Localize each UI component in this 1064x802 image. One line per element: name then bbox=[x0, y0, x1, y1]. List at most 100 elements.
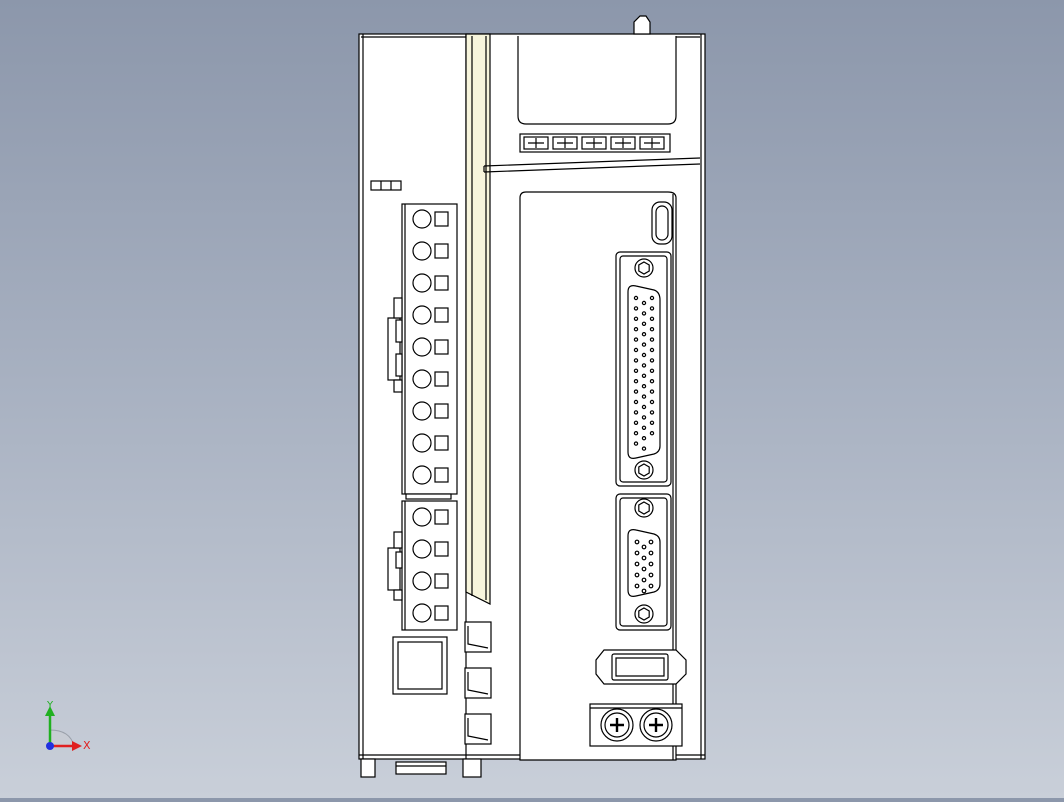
db15-screw-top bbox=[634, 498, 654, 518]
db44-pin bbox=[633, 358, 639, 363]
vent-1 bbox=[464, 621, 492, 653]
upper-terminal-position-2[interactable] bbox=[412, 241, 449, 261]
upper-terminal-position-9[interactable] bbox=[412, 465, 449, 485]
upper-terminal-base bbox=[405, 493, 452, 500]
db15-screw-bottom bbox=[634, 604, 654, 624]
vent-slat bbox=[467, 718, 489, 741]
upper-terminal-position-6[interactable] bbox=[412, 369, 449, 389]
lower-terminal-screw-hole bbox=[412, 507, 432, 527]
heatsink-slots bbox=[519, 133, 671, 153]
upper-terminal-wire-slot bbox=[434, 307, 449, 323]
db44-pin bbox=[633, 327, 639, 332]
square-button[interactable] bbox=[392, 636, 448, 695]
db15-pin bbox=[634, 583, 640, 589]
db44-pin bbox=[641, 332, 647, 337]
upper-terminal-screw-hole bbox=[412, 369, 432, 389]
upper-terminal-wire-slot bbox=[434, 275, 449, 291]
db44-pin bbox=[649, 347, 655, 353]
upper-terminal-screw-hole bbox=[412, 241, 432, 261]
db44-pin bbox=[641, 352, 647, 358]
db44-pin bbox=[649, 399, 655, 405]
upper-terminal-position-5[interactable] bbox=[412, 337, 449, 357]
db44-pin bbox=[641, 404, 647, 410]
lower-terminal-position-2[interactable] bbox=[412, 539, 449, 559]
lower-terminal-position-1[interactable] bbox=[412, 507, 449, 527]
db44-pin bbox=[633, 379, 639, 384]
db44-pin bbox=[633, 399, 639, 405]
upper-terminal-screw-hole bbox=[412, 433, 432, 453]
upper-terminal-wire-slot bbox=[434, 435, 449, 451]
db44-pin bbox=[649, 431, 655, 436]
db15-connector[interactable] bbox=[615, 493, 672, 631]
vent-slat bbox=[467, 626, 489, 649]
upper-terminal-screw-hole bbox=[412, 465, 432, 485]
upper-terminal-wire-slot bbox=[434, 211, 449, 227]
vent-frame bbox=[464, 621, 492, 653]
db44-pin bbox=[649, 295, 655, 301]
db44-pin bbox=[633, 337, 639, 342]
db44-pin bbox=[649, 379, 655, 384]
lower-terminal-position-4[interactable] bbox=[412, 603, 449, 623]
lower-terminal-screw-hole bbox=[412, 539, 432, 559]
accent-strip bbox=[465, 33, 491, 605]
y-axis-label: Y bbox=[46, 700, 54, 711]
db44-pin bbox=[641, 321, 647, 326]
db44-pin bbox=[649, 306, 655, 311]
upper-terminal-screw-hole bbox=[412, 337, 432, 357]
db44-pin bbox=[649, 368, 655, 373]
db44-pin bbox=[633, 347, 639, 353]
db44-pin bbox=[641, 436, 647, 441]
upper-terminal-wire-slot bbox=[434, 371, 449, 387]
ground-screw-left[interactable] bbox=[600, 708, 634, 742]
db44-pin bbox=[641, 300, 647, 306]
db44-pin bbox=[641, 425, 647, 430]
slot-cross bbox=[557, 138, 573, 148]
upper-terminal-position-4[interactable] bbox=[412, 305, 449, 325]
ground-screw-right[interactable] bbox=[639, 708, 673, 742]
x-axis-label: X bbox=[83, 739, 91, 752]
lower-terminal-wire-slot bbox=[434, 509, 449, 525]
comm-port[interactable] bbox=[595, 649, 687, 685]
db15-pin bbox=[641, 555, 647, 561]
lower-terminal-screw-hole bbox=[412, 603, 432, 623]
lower-terminal-position-3[interactable] bbox=[412, 571, 449, 591]
upper-terminal-screw-hole bbox=[412, 305, 432, 325]
vent-frame bbox=[464, 667, 492, 699]
db15-pin bbox=[648, 550, 654, 556]
upper-terminal-position-3[interactable] bbox=[412, 273, 449, 293]
upper-terminal-wire-slot bbox=[434, 339, 449, 355]
vent-frame bbox=[464, 713, 492, 745]
vent-2 bbox=[464, 667, 492, 699]
db44-pin bbox=[649, 327, 655, 332]
top-tab bbox=[633, 15, 651, 35]
db44-connector[interactable] bbox=[615, 251, 672, 487]
db44-pin bbox=[649, 420, 655, 425]
upper-terminal-position-7[interactable] bbox=[412, 401, 449, 421]
x-arrowhead bbox=[72, 741, 82, 751]
db15-pin bbox=[648, 561, 654, 567]
y-arrowhead bbox=[45, 706, 55, 716]
lower-terminal-screw-hole bbox=[412, 571, 432, 591]
divider-ledge bbox=[483, 157, 701, 173]
status-led bbox=[651, 201, 673, 245]
db44-screw-bottom bbox=[634, 460, 654, 480]
display-window bbox=[517, 36, 677, 125]
db44-pin bbox=[641, 373, 647, 378]
slot-cross bbox=[528, 138, 544, 148]
db15-pin bbox=[648, 539, 654, 545]
heatsink-slot-3 bbox=[581, 136, 607, 150]
slot-cross bbox=[586, 138, 602, 148]
db44-pin bbox=[641, 384, 647, 389]
db44-screw-top bbox=[634, 258, 654, 278]
lower-terminal-wire-slot bbox=[434, 541, 449, 557]
upper-terminal-position-8[interactable] bbox=[412, 433, 449, 453]
upper-terminal-position-1[interactable] bbox=[412, 209, 449, 229]
slot-cross bbox=[615, 138, 631, 148]
db44-pin bbox=[633, 389, 639, 394]
db44-pin bbox=[649, 358, 655, 363]
db44-pin bbox=[633, 306, 639, 311]
db15-pin bbox=[634, 539, 640, 545]
status-indicator bbox=[370, 180, 402, 191]
mounting-feet bbox=[360, 758, 482, 778]
